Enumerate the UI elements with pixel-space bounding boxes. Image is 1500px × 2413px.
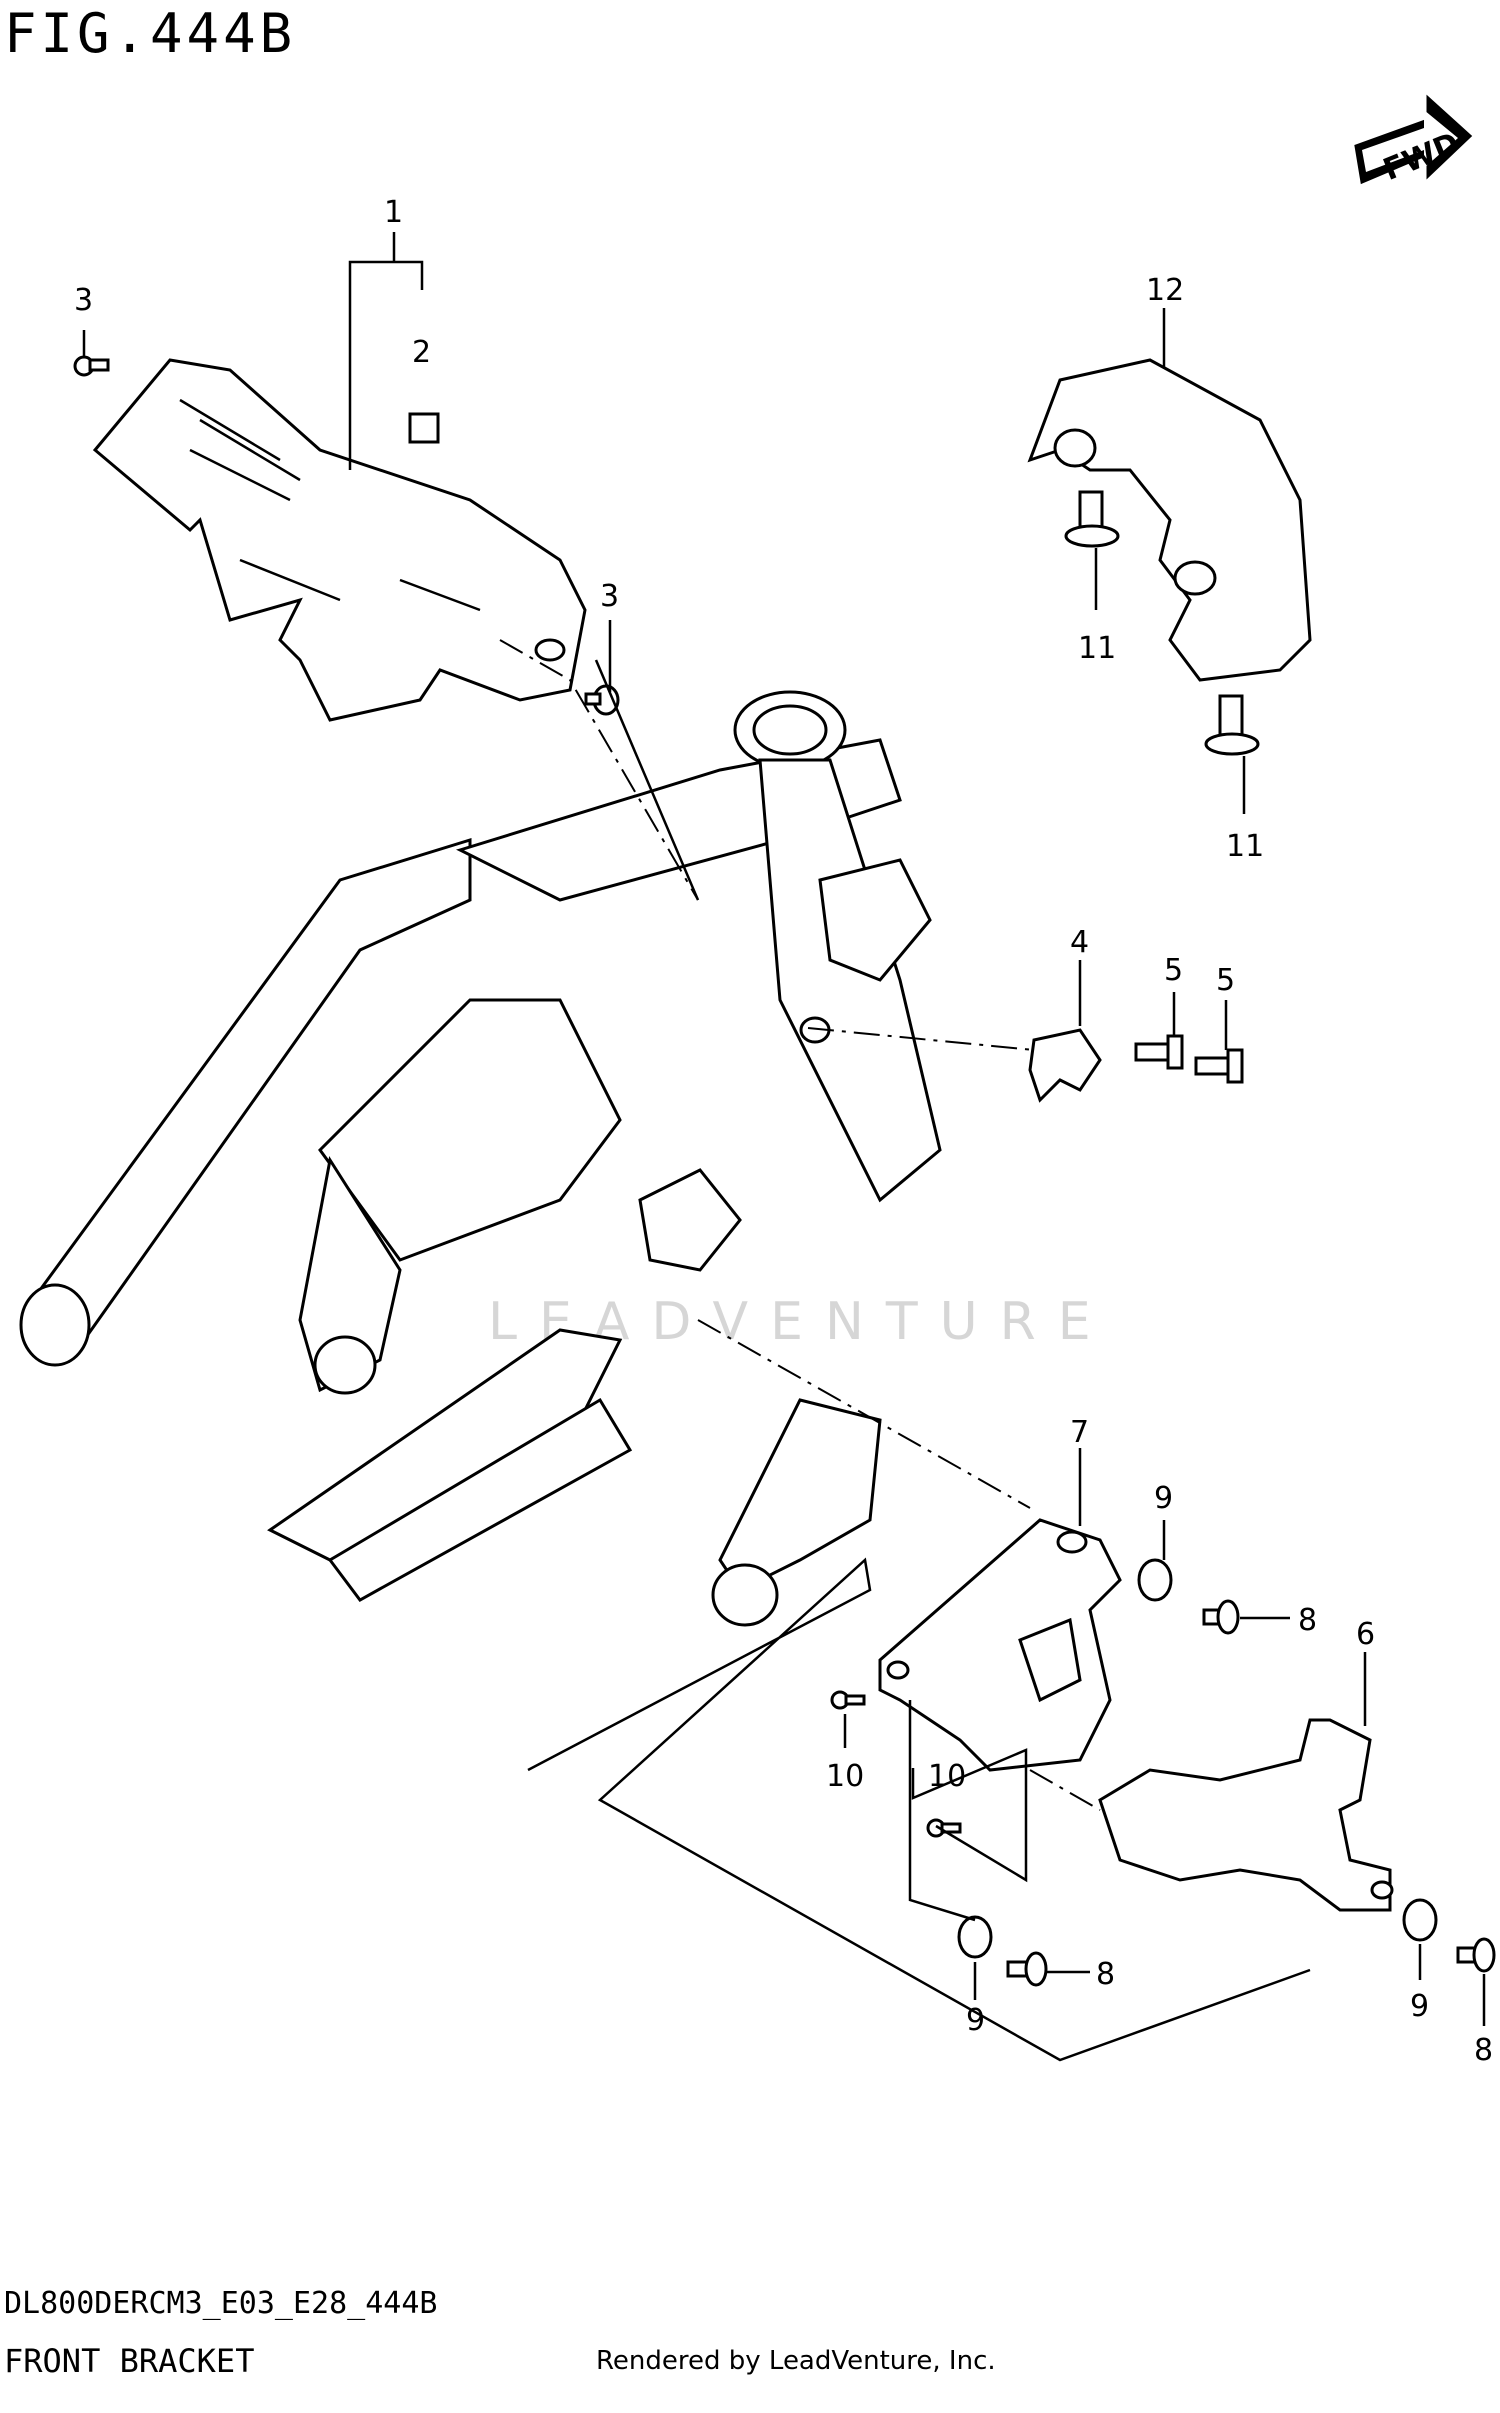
part-3-screw-a xyxy=(73,355,110,377)
callout-9b: 9 xyxy=(966,2003,985,2038)
part-5-bolt-b xyxy=(1194,1048,1244,1084)
fwd-arrow-icon: FWD xyxy=(1354,94,1473,188)
callout-9a: 9 xyxy=(1154,1481,1173,1516)
part-8-bolt-b xyxy=(1006,1951,1048,1987)
callout-3b: 3 xyxy=(600,579,619,614)
callout-1: 1 xyxy=(384,195,403,230)
part-8-bolt-c xyxy=(1456,1937,1496,1973)
part-7-bracket xyxy=(878,1518,1122,1772)
callout-8c: 8 xyxy=(1474,2033,1493,2068)
callout-12: 12 xyxy=(1146,273,1184,308)
figure-title: FIG.444B xyxy=(4,2,297,65)
leader-lines xyxy=(82,232,1486,2062)
frame xyxy=(19,690,942,1627)
part-2-label-plate xyxy=(408,412,440,444)
part-10-screw-a xyxy=(830,1690,866,1710)
part-11-bolt-a xyxy=(1064,490,1120,548)
dashed-reference-lines xyxy=(499,639,1101,1811)
callout-10b: 10 xyxy=(928,1759,966,1794)
callout-4: 4 xyxy=(1070,925,1089,960)
render-credit: Rendered by LeadVenture, Inc. xyxy=(596,2346,996,2376)
part-1-bracket xyxy=(92,358,587,722)
callout-11a: 11 xyxy=(1078,631,1116,666)
callout-8a: 8 xyxy=(1298,1603,1317,1638)
section-name: FRONT BRACKET xyxy=(4,2342,255,2380)
callout-10a: 10 xyxy=(826,1759,864,1794)
callout-9c: 9 xyxy=(1410,1989,1429,2024)
part-5-bolt-a xyxy=(1134,1034,1184,1070)
callout-3a: 3 xyxy=(74,283,93,318)
part-6-guard xyxy=(1098,1718,1394,1912)
part-9-grommet-c xyxy=(1402,1898,1438,1942)
callout-5a: 5 xyxy=(1164,953,1183,988)
callout-7: 7 xyxy=(1070,1415,1089,1450)
callout-11b: 11 xyxy=(1226,829,1264,864)
part-8-bolt-a xyxy=(1202,1599,1240,1635)
part-12-cover xyxy=(1027,358,1312,682)
callout-5b: 5 xyxy=(1216,963,1235,998)
part-4-clamp xyxy=(1028,1028,1102,1103)
part-11-bolt-b xyxy=(1204,694,1260,756)
part-9-grommet-b xyxy=(957,1915,993,1959)
model-code: DL800DERCM3_E03_E28_444B xyxy=(4,2286,438,2321)
callout-6: 6 xyxy=(1356,1617,1375,1652)
part-9-grommet-a xyxy=(1137,1558,1173,1602)
callout-8b: 8 xyxy=(1096,1957,1115,1992)
callout-2: 2 xyxy=(412,335,431,370)
part-10-screw-b xyxy=(926,1818,962,1838)
